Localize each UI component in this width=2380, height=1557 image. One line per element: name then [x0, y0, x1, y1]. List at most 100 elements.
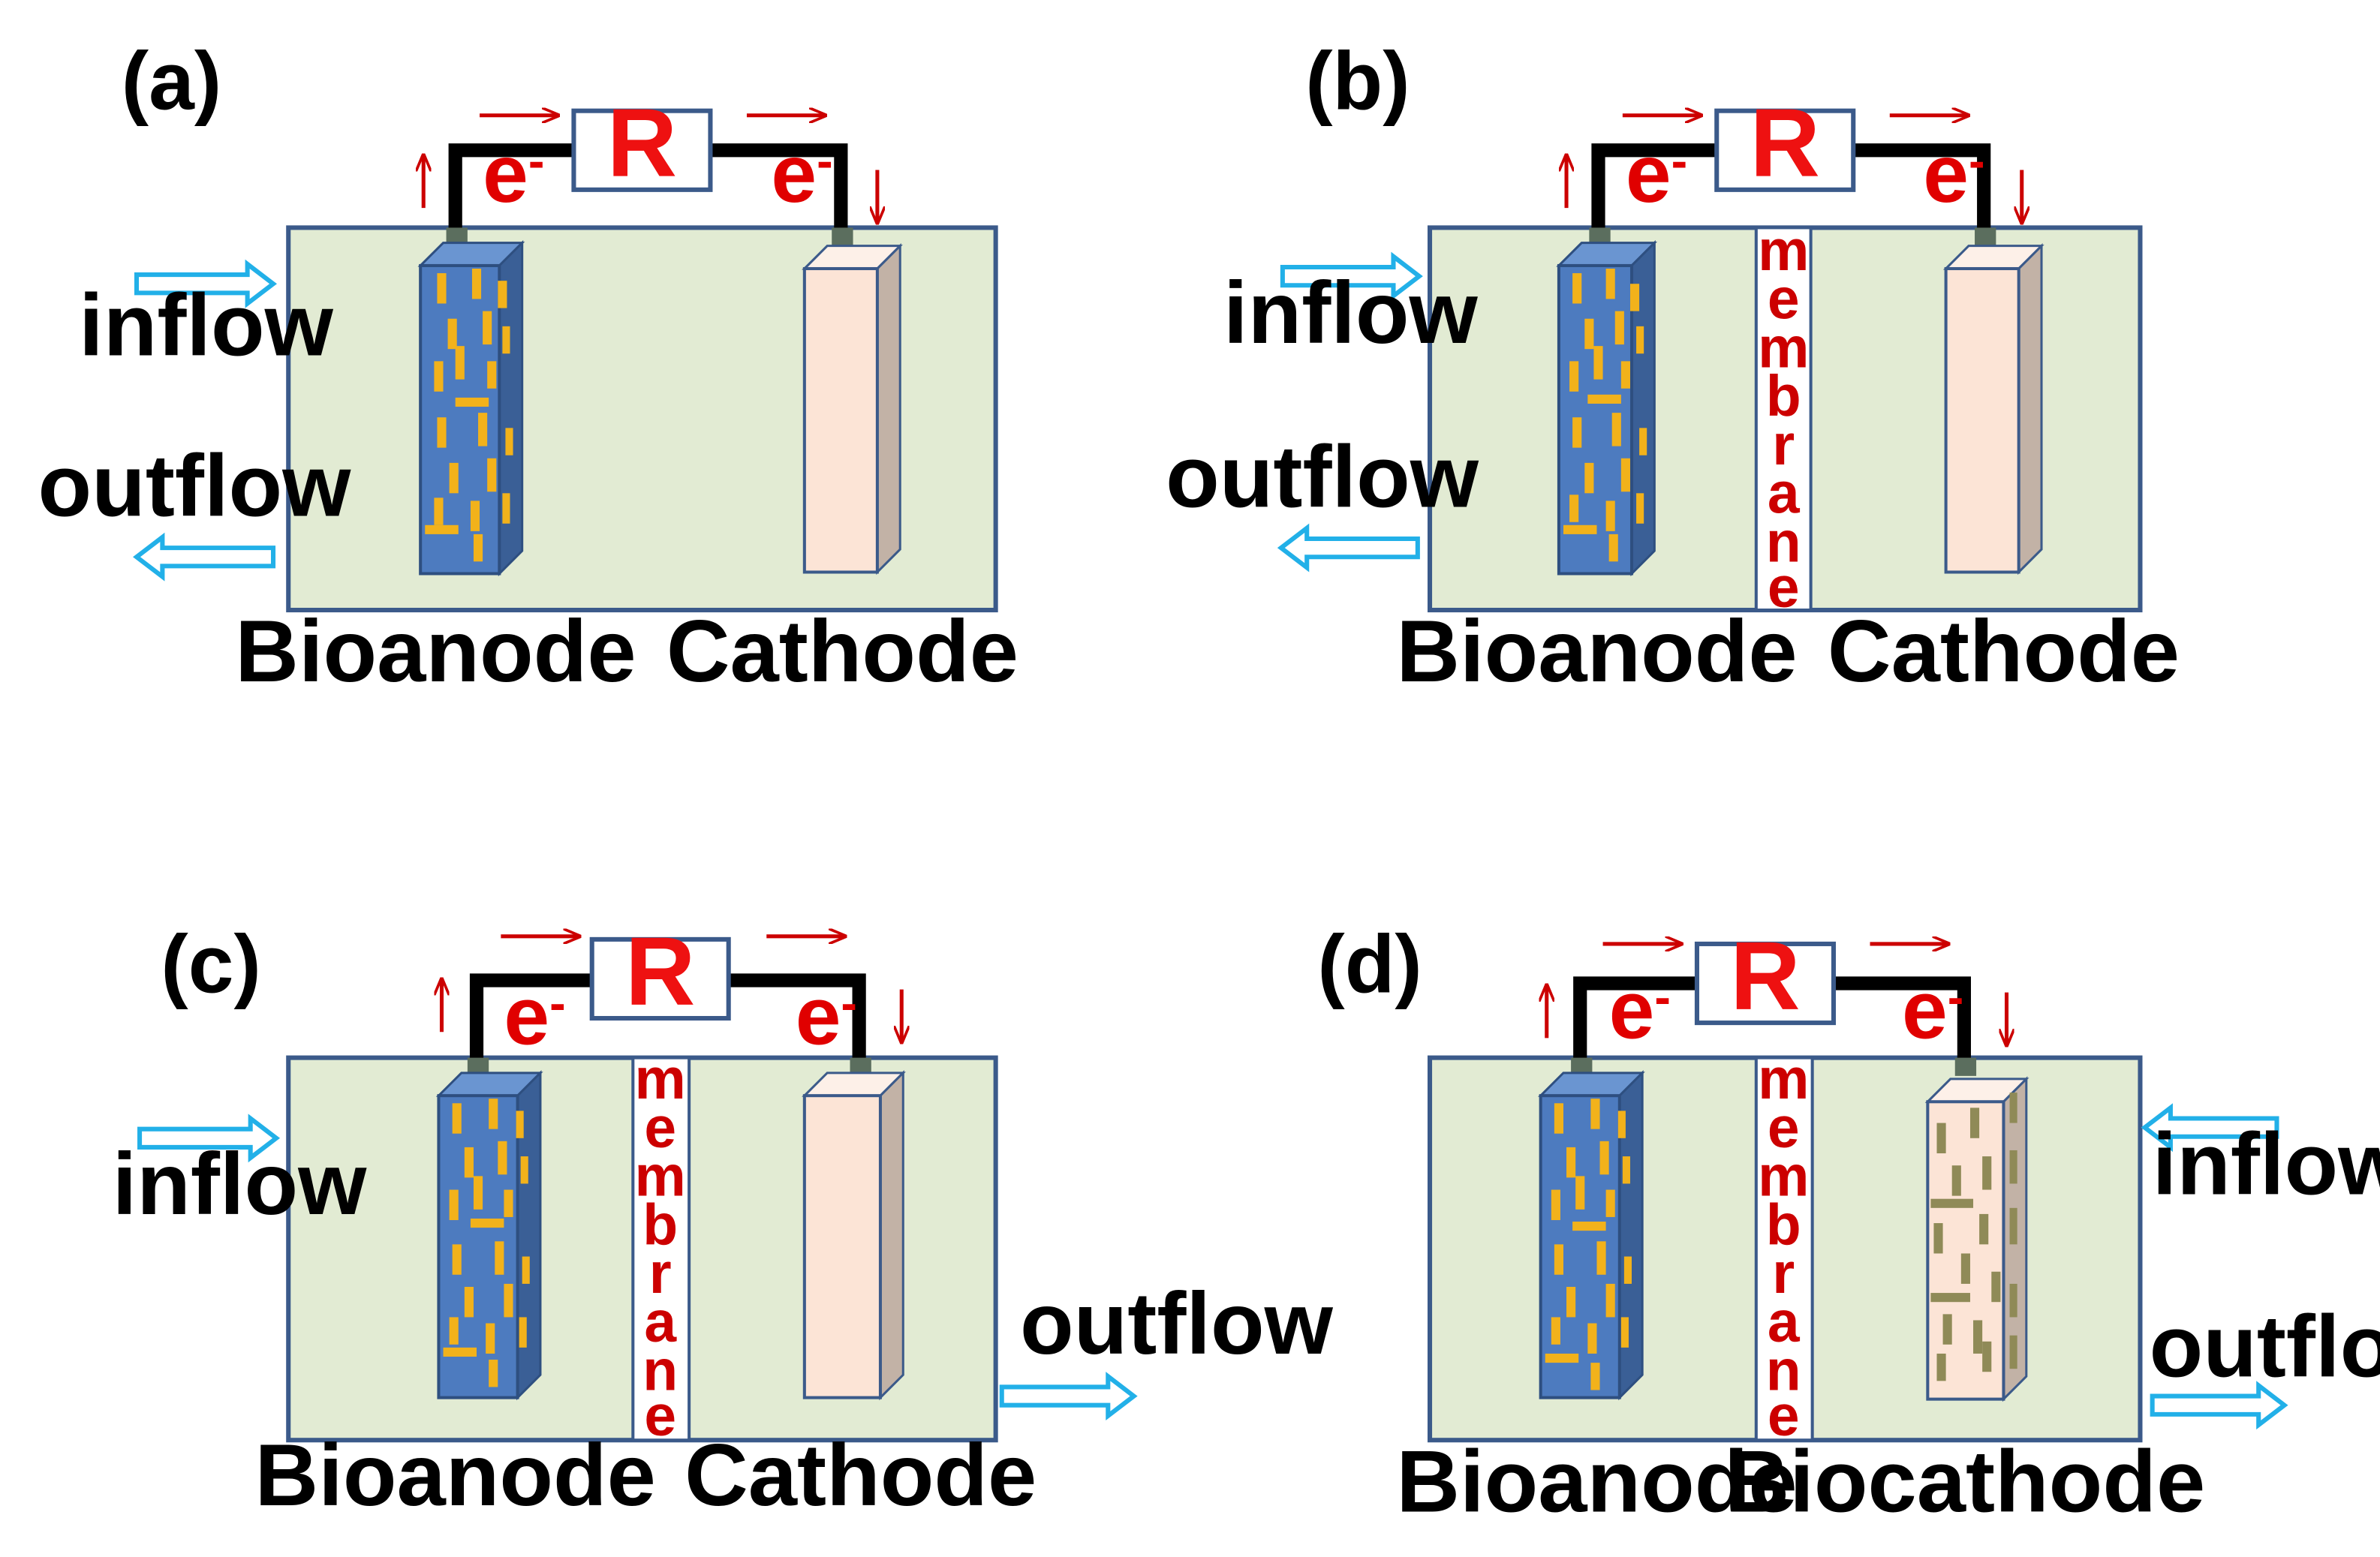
outflow-label: outflow: [1166, 428, 1479, 526]
bacteria: [1545, 1099, 1632, 1390]
biocathode-electrode: [1924, 1057, 2029, 1402]
resistor-label: R: [607, 89, 677, 197]
electron-label-left: e-: [483, 128, 544, 220]
svg-text:r: r: [649, 1241, 672, 1306]
resistor-label: R: [1730, 922, 1800, 1030]
cathode-electrode: [802, 1057, 906, 1401]
anode-label: Bioanode: [1396, 1432, 1797, 1530]
bacteria: [1930, 1093, 2017, 1381]
svg-text:m: m: [1758, 218, 1809, 283]
bacteria: [425, 269, 513, 562]
svg-text:a: a: [1768, 461, 1801, 526]
panel-label: (a): [122, 36, 221, 128]
inflow-label: inflow: [1223, 263, 1479, 362]
resistor: [1694, 941, 1836, 1026]
anode-label: Bioanode: [1396, 602, 1797, 700]
resistor-label: R: [625, 918, 695, 1026]
svg-text:a: a: [1768, 1290, 1801, 1354]
electron-label-left: e-: [1626, 128, 1687, 220]
resistor: [589, 936, 731, 1021]
membrane: [631, 1056, 691, 1442]
resistor: [571, 108, 713, 192]
svg-text:r: r: [1772, 413, 1795, 477]
svg-text:b: b: [1766, 364, 1801, 428]
svg-text:e: e: [644, 1384, 676, 1448]
outflow-label: outflow: [38, 437, 352, 535]
electron-label-right: e-: [771, 128, 832, 220]
inflow-arrow: [1280, 251, 1423, 301]
svg-text:e: e: [1768, 1096, 1800, 1160]
membrane-letters: m e m b r a n e: [1758, 218, 1809, 620]
electron-label-right: e-: [1902, 964, 1963, 1056]
membrane-letters: m e m b r a n e: [635, 1047, 686, 1448]
outflow-arrow: [1277, 523, 1420, 573]
wire-right: [1853, 143, 1991, 240]
svg-text:e: e: [1768, 555, 1800, 620]
svg-text:e: e: [644, 1096, 676, 1160]
svg-text:n: n: [1766, 509, 1801, 574]
panel-c: (c) m e m b r a n e R e- e-: [113, 918, 1334, 1524]
panel-label: (d): [1317, 919, 1422, 1011]
inflow-label: inflow: [79, 275, 334, 374]
svg-text:e: e: [1768, 267, 1800, 332]
membrane: [1754, 226, 1813, 612]
svg-text:m: m: [1758, 315, 1809, 380]
svg-text:m: m: [635, 1144, 686, 1209]
bacteria: [443, 1099, 530, 1387]
inflow-label: inflow: [113, 1135, 368, 1233]
anode-label: Bioanode: [235, 602, 636, 700]
svg-text:a: a: [644, 1290, 677, 1354]
svg-text:e: e: [1768, 1384, 1800, 1448]
svg-text:m: m: [1758, 1047, 1809, 1111]
outflow-label: outflow: [2150, 1297, 2380, 1395]
inflow-arrow: [137, 1114, 281, 1163]
cathode-label: Biocathode: [1726, 1432, 2206, 1530]
cathode-label: Cathode: [666, 602, 1018, 700]
svg-text:b: b: [1766, 1192, 1801, 1257]
bacteria: [1563, 269, 1647, 562]
bioanode-electrode: [1537, 1057, 1645, 1401]
bioanode-electrode: [417, 227, 525, 577]
panel-b: (b) m e m b r a n e R e- e-: [1166, 36, 2180, 700]
electron-label-left: e-: [504, 970, 565, 1062]
svg-text:r: r: [1772, 1241, 1795, 1306]
resistor: [1714, 108, 1856, 192]
svg-text:n: n: [642, 1338, 678, 1402]
panel-d: (d) m e m b r a n e R e- e-: [1317, 919, 2380, 1531]
wire-right: [1833, 976, 1971, 1070]
bioanode-electrode: [1556, 227, 1657, 577]
cathode-electrode: [802, 227, 903, 576]
outflow-arrow: [999, 1372, 1138, 1421]
membrane: [1754, 1056, 1814, 1442]
cathode-label: Cathode: [685, 1426, 1037, 1524]
wire-left: [448, 143, 574, 240]
panel-label: (b): [1305, 36, 1410, 128]
svg-text:m: m: [1758, 1144, 1809, 1209]
panel-a: (a) R e- e-: [38, 36, 1018, 700]
electron-label-left: e-: [1609, 964, 1671, 1056]
outflow-label: outflow: [1020, 1274, 1334, 1372]
wire-right: [728, 973, 866, 1070]
anode-label: Bioanode: [255, 1426, 656, 1524]
bioanode-electrode: [435, 1057, 543, 1401]
cathode-label: Cathode: [1828, 602, 2180, 700]
inflow-arrow: [2141, 1103, 2279, 1153]
electron-label-right: e-: [796, 970, 857, 1062]
membrane-letters: m e m b r a n e: [1758, 1047, 1809, 1448]
inflow-label: inflow: [2153, 1115, 2380, 1213]
outflow-arrow: [133, 532, 276, 582]
panel-label: (c): [161, 919, 260, 1011]
cathode-electrode: [1942, 227, 2045, 576]
svg-text:m: m: [635, 1047, 686, 1111]
outflow-arrow: [2150, 1381, 2288, 1430]
svg-text:b: b: [642, 1192, 678, 1257]
wire-left: [1591, 143, 1717, 240]
wire-right: [710, 143, 848, 240]
wire-left: [469, 973, 592, 1070]
svg-text:n: n: [1766, 1338, 1801, 1402]
inflow-arrow: [134, 259, 278, 308]
resistor-label: R: [1750, 89, 1820, 197]
electron-label-right: e-: [1923, 128, 1984, 220]
